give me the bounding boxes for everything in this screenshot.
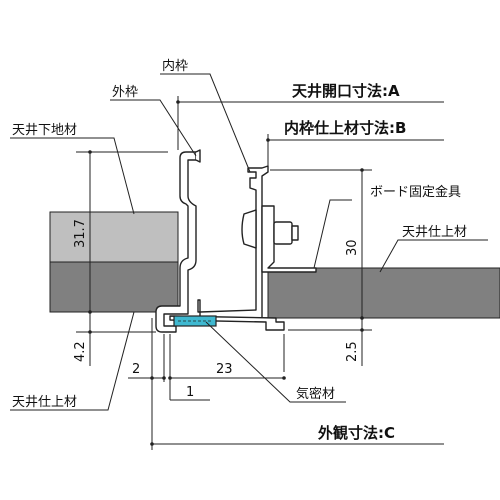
dim-4-2: 4.2 xyxy=(73,341,88,362)
leader-board-bracket xyxy=(313,199,352,269)
bracket-screw xyxy=(273,221,293,245)
leader-airtight xyxy=(205,321,346,403)
label-ceiling-base: 天井下地材 xyxy=(12,123,77,138)
dim-31-7: 31.7 xyxy=(73,219,88,248)
dim-30: 30 xyxy=(345,239,360,256)
leader-ceiling-finish-right xyxy=(379,239,488,273)
label-ceiling-opening: 天井開口寸法:A xyxy=(292,82,400,100)
bracket-nut xyxy=(291,225,299,241)
label-ceiling-finish-left: 天井仕上材 xyxy=(12,395,77,410)
bracket-body xyxy=(261,205,317,273)
leader-ceiling-base xyxy=(10,137,135,215)
outer-frame-shape xyxy=(155,151,197,333)
leader-lines xyxy=(10,73,488,411)
dimension-ticks xyxy=(88,100,364,446)
dim-2: 2 xyxy=(132,362,140,377)
label-outer-frame: 外枠 xyxy=(112,85,138,100)
inner-frame-stub xyxy=(197,299,201,313)
leader-ceiling-finish-left xyxy=(10,311,135,411)
label-inner-frame: 内枠 xyxy=(162,58,188,74)
dim-23: 23 xyxy=(216,362,233,377)
outer-frame-profile xyxy=(155,149,201,333)
ceiling-base-board-left xyxy=(49,211,179,263)
board-fixing-bracket xyxy=(241,205,317,273)
label-airtight: 気密材 xyxy=(296,386,335,402)
dim-2-5: 2.5 xyxy=(345,341,360,362)
leader-outer-frame xyxy=(110,99,197,157)
label-ceiling-finish-right: 天井仕上材 xyxy=(402,225,467,240)
dim-1: 1 xyxy=(186,385,194,400)
bracket-clip xyxy=(241,209,257,249)
ceiling-finish-board-right xyxy=(267,267,500,319)
label-exterior: 外観寸法:C xyxy=(317,424,395,442)
leader-inner-frame xyxy=(160,73,251,173)
label-inner-frame-finish: 内枠仕上材寸法:B xyxy=(284,119,406,137)
ceiling-finish-board-left xyxy=(49,261,179,313)
outer-frame-lip xyxy=(195,149,201,163)
dimension-lines xyxy=(76,96,444,450)
inner-frame-shape xyxy=(199,165,269,321)
ceiling-boards xyxy=(49,211,500,319)
label-board-bracket: ボード固定金具 xyxy=(370,184,461,200)
